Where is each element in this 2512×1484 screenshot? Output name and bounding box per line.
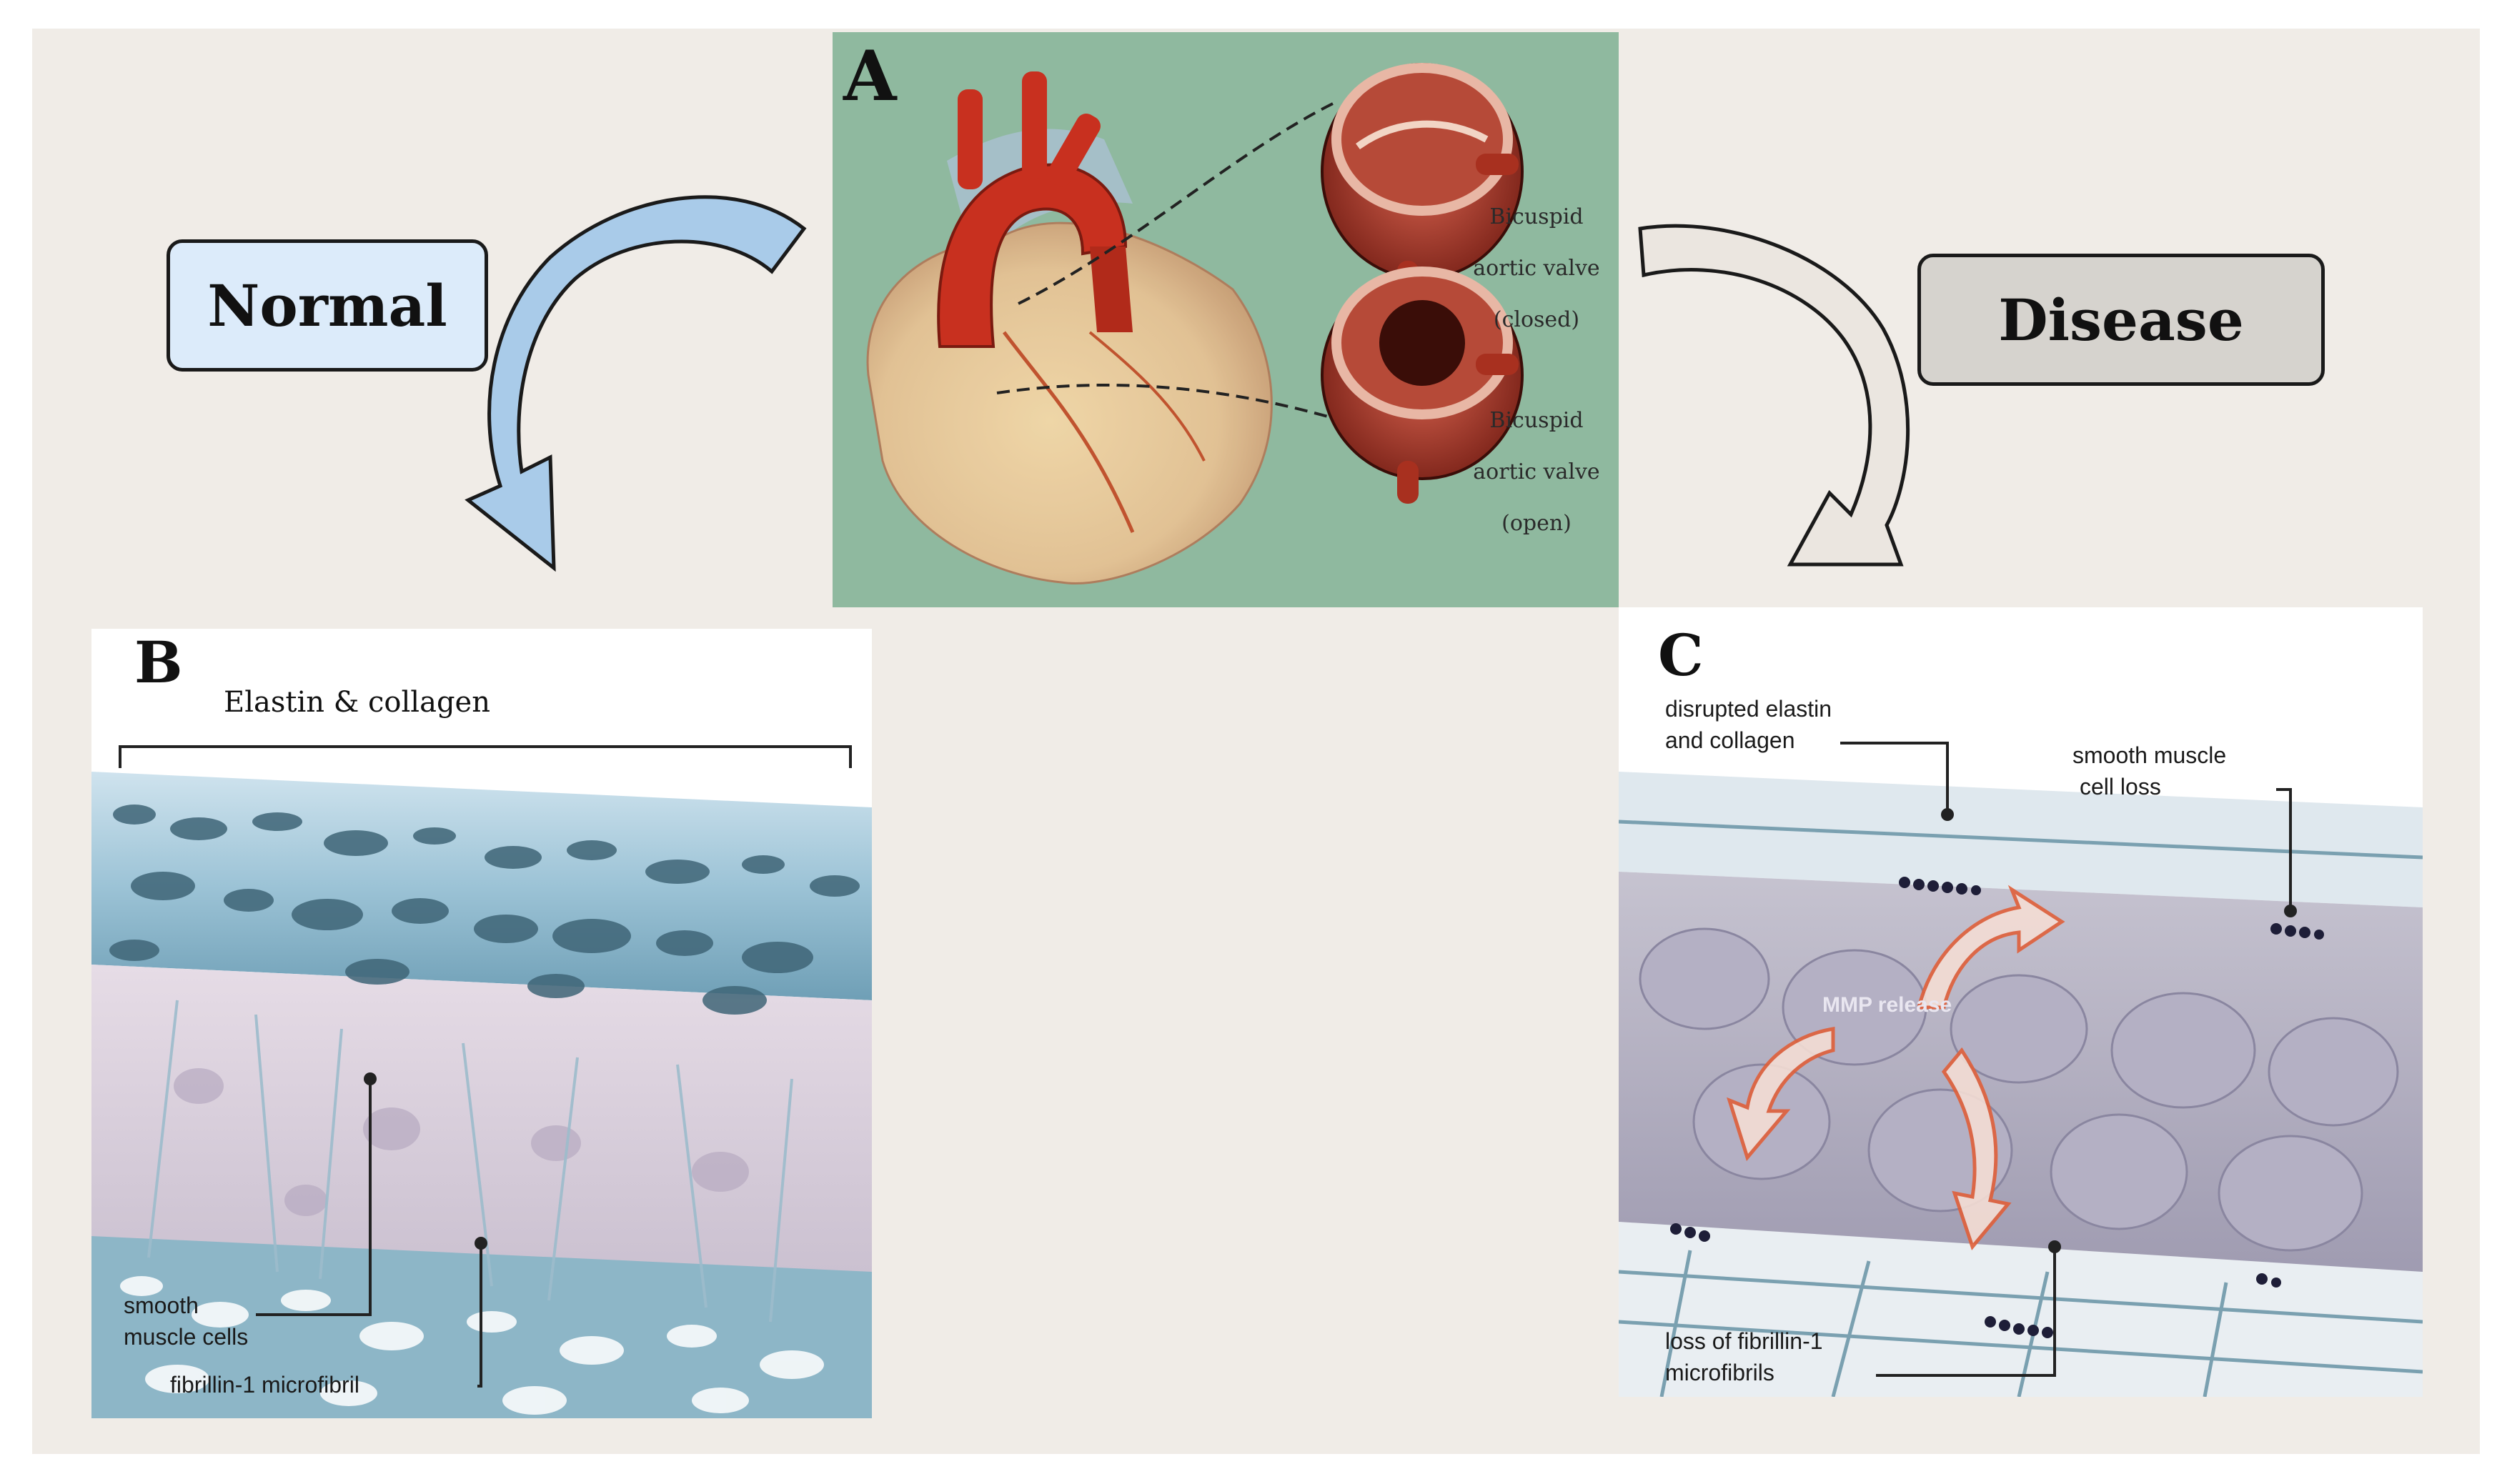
smooth-muscle-label: smooth muscle cells (124, 1290, 248, 1353)
aorta-branch-2 (1022, 71, 1047, 179)
disrupted-line1: disrupted elastin (1665, 693, 1832, 724)
smooth-muscle-dot (364, 1072, 377, 1085)
panel-b-letter: B (134, 629, 183, 696)
valve-open-caption: Bicuspid aortic valve (open) (1461, 382, 1612, 562)
panel-b-normal-aorta: B Elastin & collagen smooth muscle cells… (91, 629, 872, 1418)
fibrillin-label: fibrillin-1 microfibril (170, 1372, 359, 1398)
sm-loss-line1: smooth muscle (2072, 739, 2226, 771)
panel-a-letter: A (843, 36, 896, 116)
disrupted-elastin-label: disrupted elastin and collagen (1665, 693, 1832, 756)
panel-c-disease-aorta: C disrupted elastin and collagen smooth … (1619, 607, 2423, 1397)
fibrillin-loss-dot (2048, 1240, 2061, 1253)
elastin-collagen-label: Elastin & collagen (224, 686, 490, 719)
disease-label: Disease (1998, 287, 2243, 354)
sm-loss-dot (2284, 905, 2297, 917)
panel-a-heart: A Bicuspid aortic valve (closed) Bicuspi… (833, 32, 1619, 607)
smooth-muscle-line1: smooth (124, 1290, 248, 1321)
valve-closed-caption: Bicuspid aortic valve (closed) (1461, 179, 1612, 359)
smooth-muscle-line2: muscle cells (124, 1321, 248, 1353)
fibrillin-loss-line2: microfibrils (1665, 1357, 1823, 1388)
disrupted-line2: and collagen (1665, 724, 1832, 756)
valve-open-line3: (open) (1461, 511, 1612, 537)
disease-label-box: Disease (1917, 254, 2325, 386)
elastin-bracket (120, 747, 850, 768)
fibrillin-dot (475, 1237, 487, 1250)
valve-closed-line1: Bicuspid (1461, 204, 1612, 230)
disrupted-dot (1941, 808, 1954, 821)
valve-closed-line2: aortic valve (1461, 256, 1612, 282)
normal-arrow (468, 197, 804, 568)
panel-c-letter: C (1658, 622, 1704, 689)
mmp-release-label: MMP release (1822, 993, 1952, 1017)
heart-body (868, 223, 1271, 583)
fibrillin-loss-line1: loss of fibrillin-1 (1665, 1325, 1823, 1357)
valve-open-line2: aortic valve (1461, 459, 1612, 485)
normal-label: Normal (207, 272, 447, 339)
sm-loss-line2: cell loss (2072, 771, 2226, 802)
sm-loss-label: smooth muscle cell loss (2072, 739, 2226, 802)
disease-arrow (1640, 226, 1908, 564)
fibrillin-loss-label: loss of fibrillin-1 microfibrils (1665, 1325, 1823, 1388)
valve-open-line1: Bicuspid (1461, 408, 1612, 434)
aorta-branch-1 (958, 89, 983, 189)
normal-label-box: Normal (167, 239, 488, 372)
valve-closed-line3: (closed) (1461, 307, 1612, 333)
